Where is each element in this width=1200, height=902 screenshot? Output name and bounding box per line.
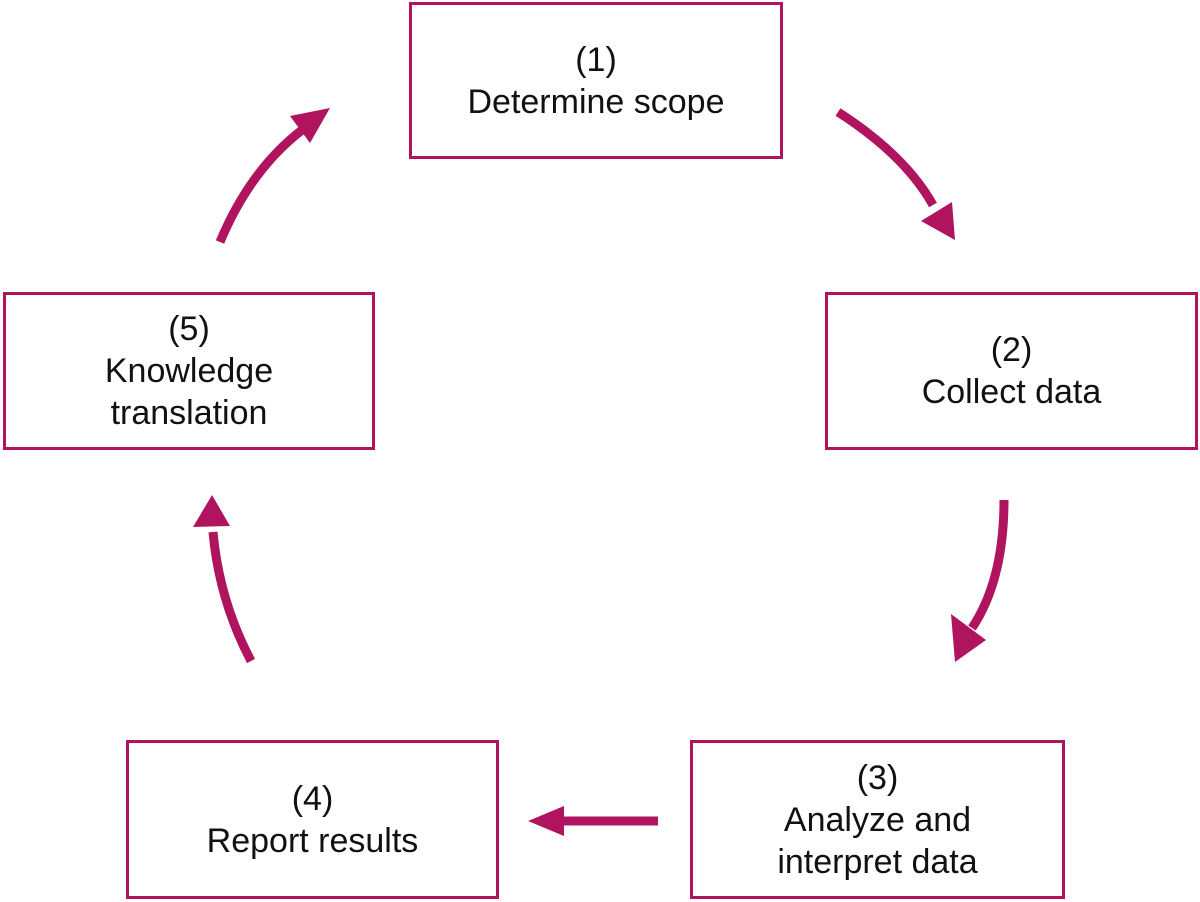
arrowhead-1-to-2 — [921, 202, 955, 240]
step-number: (3) — [856, 758, 899, 797]
arrowhead-2-to-3 — [951, 614, 986, 662]
step-number: (2) — [990, 331, 1033, 369]
arrowhead-5-to-1 — [290, 108, 330, 143]
arrow-1-to-2 — [835, 108, 937, 208]
step-knowledge-translation: (5) Knowledge translation — [3, 292, 375, 450]
arrowhead-4-to-5 — [193, 495, 230, 527]
step-label: Report results — [206, 821, 419, 860]
step-label-line-2: translation — [110, 394, 268, 432]
step-label-line-1: Knowledge — [104, 352, 274, 390]
step-label: Collect data — [921, 373, 1102, 411]
step-analyze-interpret-data: (3) Analyze and interpret data — [690, 740, 1065, 899]
arrow-5-to-1 — [215, 126, 305, 244]
step-report-results: (4) Report results — [126, 740, 499, 899]
step-label-line-2: interpret data — [777, 842, 978, 881]
step-label: Determine scope — [467, 82, 725, 121]
step-label-line-1: Analyze and — [783, 800, 972, 839]
step-number: (5) — [168, 310, 210, 348]
step-number: (1) — [575, 40, 617, 79]
step-collect-data: (2) Collect data — [825, 292, 1198, 450]
arrowhead-3-to-4 — [528, 806, 564, 836]
arrow-4-to-5 — [208, 531, 255, 664]
arrow-2-to-3 — [968, 499, 1009, 631]
step-number: (4) — [291, 779, 334, 818]
step-determine-scope: (1) Determine scope — [409, 2, 783, 159]
